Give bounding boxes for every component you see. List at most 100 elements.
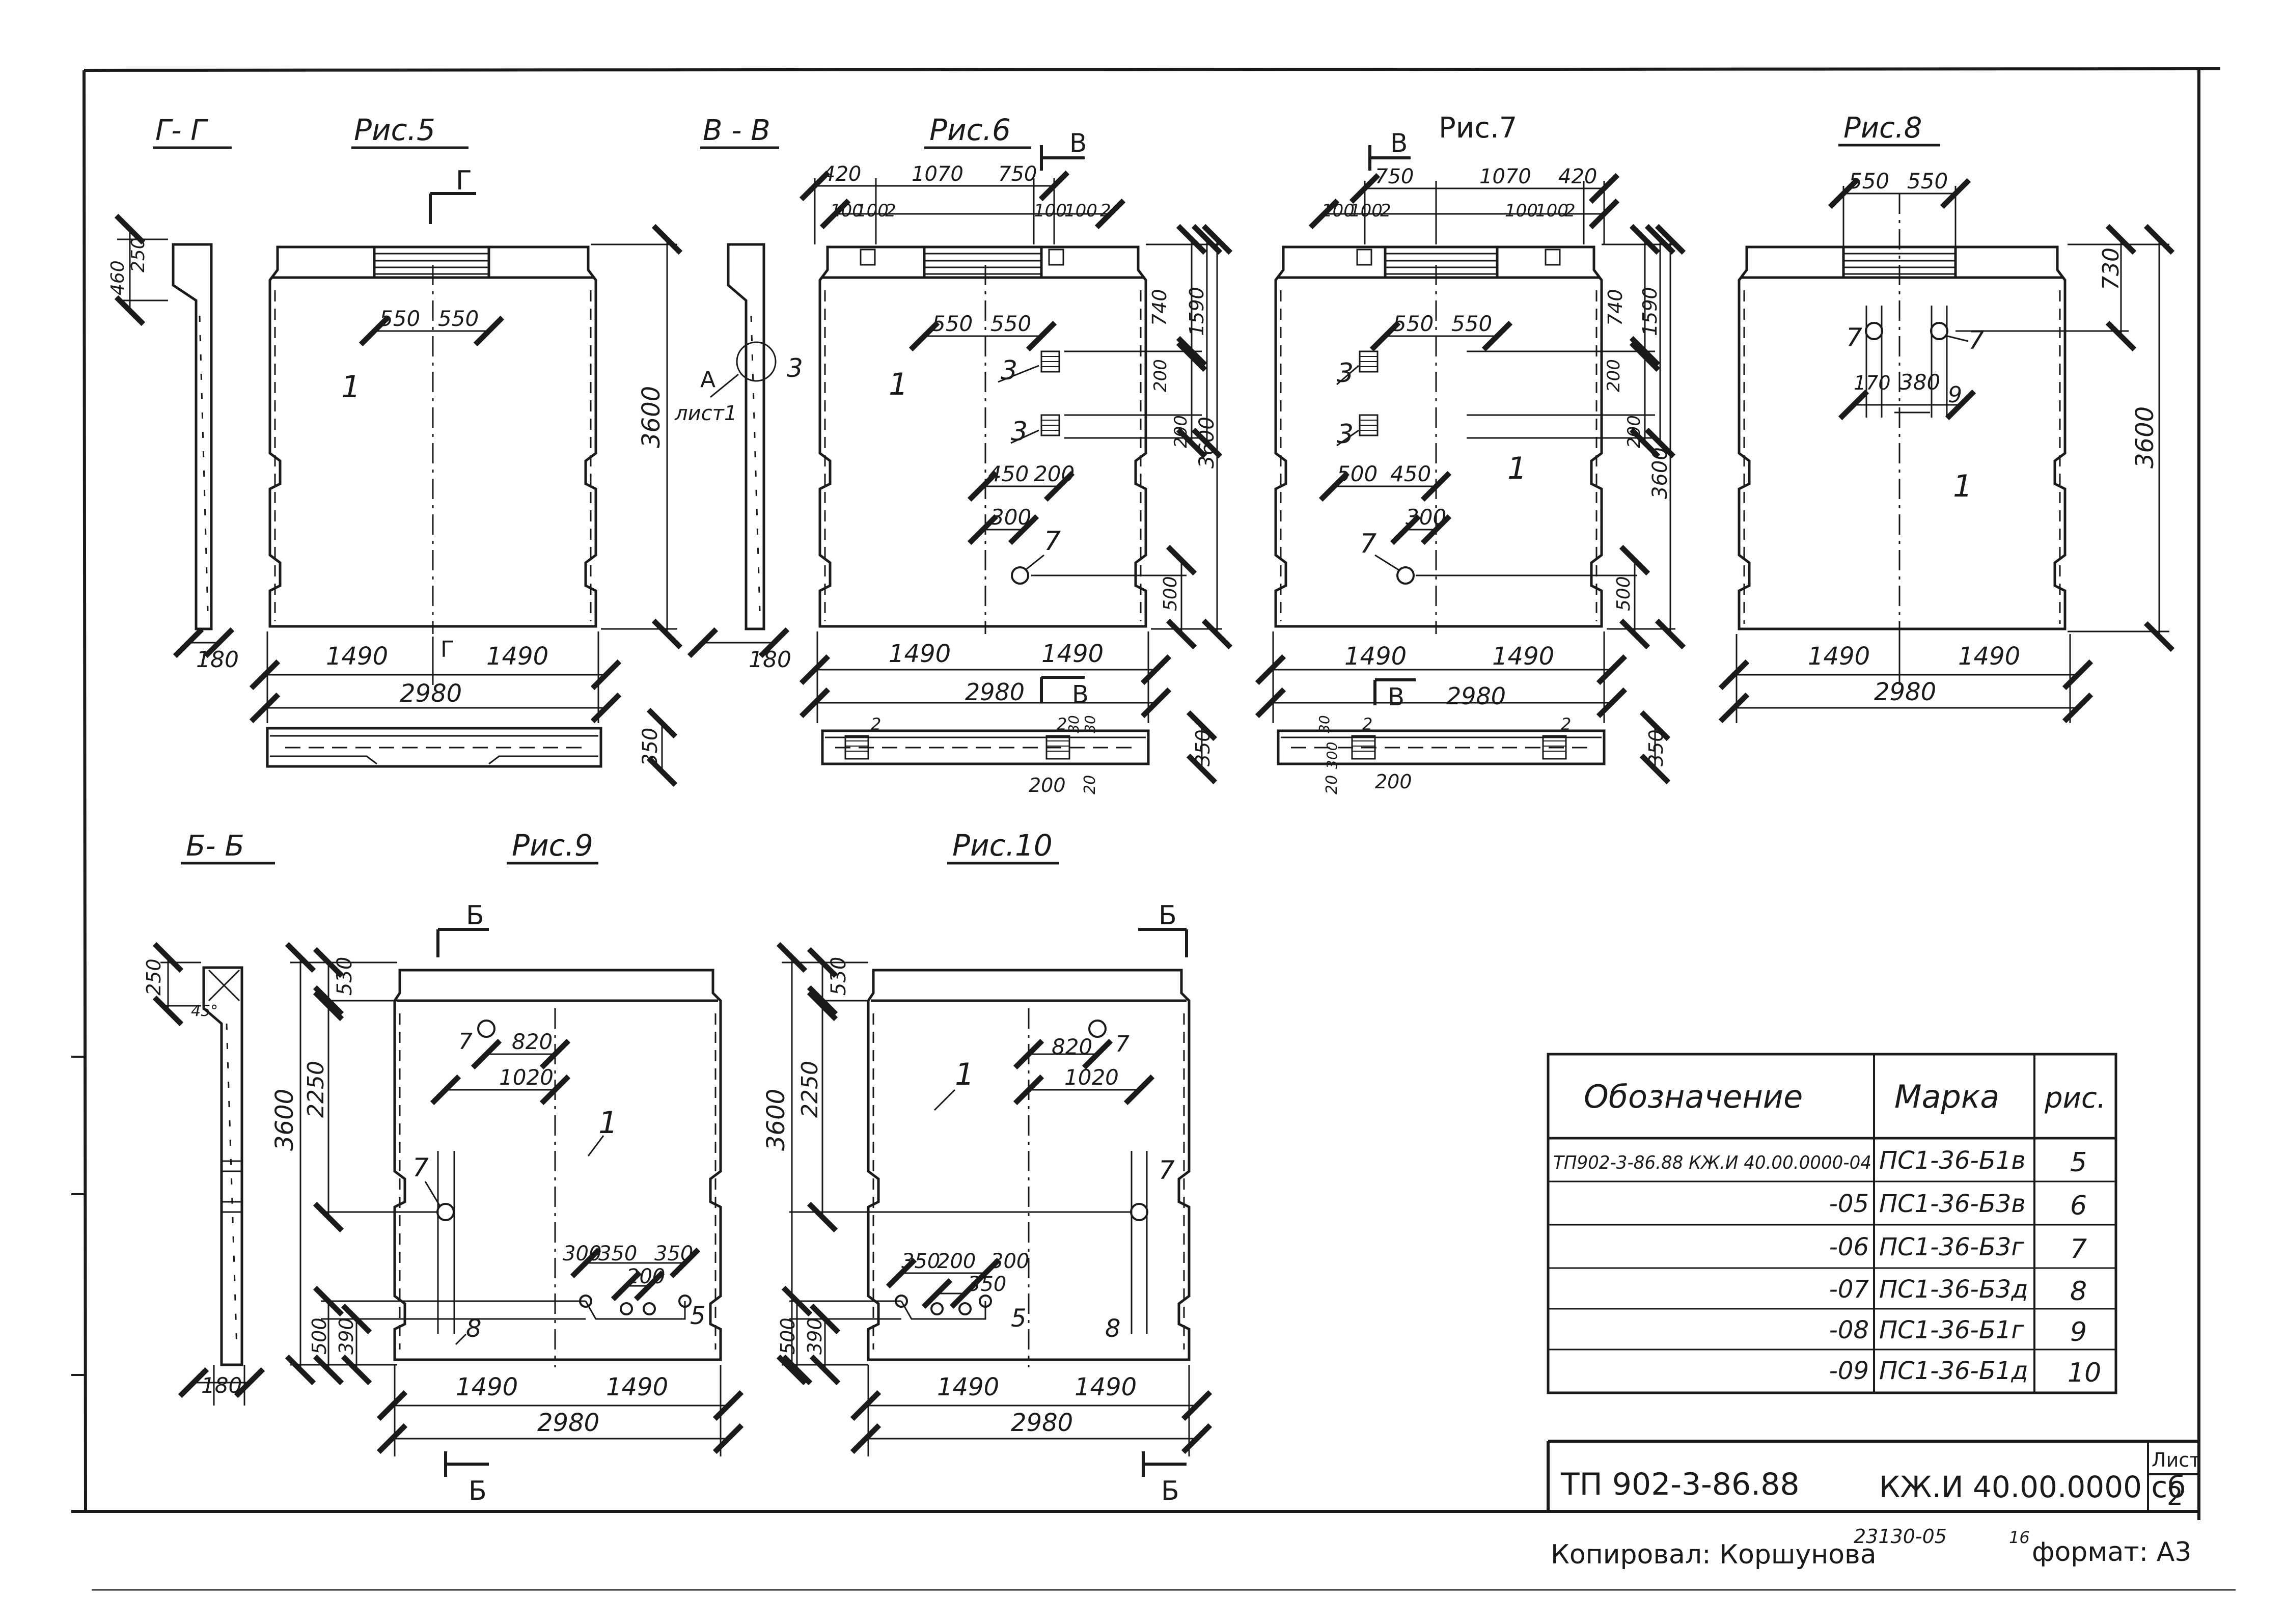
spec-row-mark: ПС1-36-Б3д [1879, 1275, 2028, 1304]
spec-row-fig: 8 [2070, 1276, 2087, 1307]
spec-row: -05 ПС1-36-Б3в 6 [1829, 1190, 2087, 1221]
fig10-pos-5: 5 [1011, 1304, 1027, 1333]
fig10-title: Рис.10 [947, 828, 1059, 865]
gg-dim-250: 250 [128, 237, 149, 272]
fig9-dim-1020: 1020 [499, 1065, 554, 1090]
fig6-bottom-dims [799, 631, 1172, 723]
fig7-right-740: 740 [1604, 289, 1627, 326]
fig6-cut-bottom [1040, 676, 1085, 703]
fig10-dim-500: 500 [777, 1317, 799, 1355]
fig10-dim-390: 390 [804, 1317, 826, 1355]
fig10-hole-350a: 350 [901, 1250, 940, 1273]
fig7-cut-bottom [1373, 678, 1416, 705]
fig7-dim-2980: 2980 [1446, 682, 1506, 710]
footer-format: формат: А3 [2032, 1537, 2191, 1567]
fig6-small-2b: 2 [1100, 201, 1111, 221]
fig8-dim-170: 170 [1854, 372, 1891, 394]
fig5-cut-top [429, 192, 476, 224]
footer-copied-by: Копировал: Коршунова [1551, 1539, 1877, 1570]
spec-row-code: -06 [1829, 1233, 1869, 1261]
title-block-project: ТП 902-3-86.88 [1560, 1467, 1800, 1502]
fig6-cut-label-bottom: В [1072, 680, 1089, 709]
fig7-bot-20: 20 [1323, 775, 1341, 794]
fig10-pos-1: 1 [955, 1057, 974, 1092]
spec-row-code: -05 [1829, 1190, 1869, 1218]
spec-row-mark: ПС1-36-Б1д [1879, 1357, 2028, 1385]
footer-registry: 23130-05 [1854, 1525, 1947, 1548]
section-vv-view [687, 243, 790, 658]
fig8-dim-2980: 2980 [1874, 678, 1936, 706]
fig9-hole-350a: 350 [598, 1242, 637, 1265]
fig6-dim-550b: 550 [990, 311, 1031, 336]
spec-row: -09 ПС1-36-Б1д 10 [1829, 1357, 2102, 1388]
spec-row: -08 ПС1-36-Б1г 9 [1829, 1316, 2087, 1347]
title-block [1547, 1440, 2199, 1511]
fig6-bot-20: 20 [1081, 775, 1099, 794]
fig5-dim-350: 350 [639, 728, 662, 766]
fig9-hole-200: 200 [626, 1265, 665, 1288]
fig6-bot-350: 350 [1192, 729, 1214, 766]
spec-table [1547, 1053, 2117, 1394]
fig9-pos-7-left: 7 [412, 1153, 429, 1182]
spec-row-mark: ПС1-36-Б3г [1879, 1233, 2024, 1261]
gg-dim-460: 460 [107, 260, 128, 295]
fig6-small-2a: 2 [885, 201, 896, 221]
fig7-dim-550b: 550 [1451, 311, 1492, 336]
fig10-pos-7-top: 7 [1115, 1031, 1130, 1057]
spec-row-fig: 10 [2068, 1358, 2101, 1388]
fig9-dim-2980: 2980 [537, 1409, 599, 1437]
svg-text:Г- Г: Г- Г [155, 114, 208, 147]
fig9-pos-7-top: 7 [458, 1029, 473, 1055]
fig5-pos-1: 1 [341, 369, 361, 405]
spec-header-mark: Марка [1894, 1078, 1999, 1115]
fig6-right-200b: 200 [1171, 415, 1191, 448]
margin-ticks [71, 1056, 84, 1376]
fig9-leader-8 [455, 1333, 467, 1345]
svg-text:Б- Б: Б- Б [186, 830, 244, 863]
fig5-title: Рис.5 [351, 113, 469, 149]
fig6-top-420: 420 [822, 162, 861, 186]
svg-text:Рис.8: Рис.8 [1843, 112, 1922, 145]
spec-row-code: ТП902-3-86.88 КЖ.И 40.00.0000-04 [1553, 1152, 1871, 1173]
bb-angle-45: 45° [191, 1002, 218, 1020]
fig8-pos-7r: 7 [1968, 325, 1985, 355]
vv-callout-a: А [700, 367, 715, 393]
fig7-dim-500: 500 [1337, 461, 1378, 486]
fig8-dims [1718, 178, 2175, 724]
fig6-dim-300: 300 [990, 505, 1031, 530]
fig7-bot-2a: 2 [1362, 714, 1372, 734]
section-gg-view [114, 213, 235, 658]
fig7-right-500: 500 [1613, 576, 1634, 611]
fig8-leader-7r [1947, 335, 1969, 342]
fig6-bot-2b: 2 [1057, 714, 1067, 734]
bb-dim-250: 250 [143, 958, 165, 996]
fig10-hole-200: 200 [937, 1250, 976, 1273]
fig7-pos-7: 7 [1360, 529, 1376, 559]
fig8-pos-1: 1 [1953, 469, 1972, 504]
svg-text:Рис.10: Рис.10 [952, 828, 1053, 863]
fig7-leader-3a [1336, 365, 1359, 386]
fig9-dims [285, 942, 744, 1456]
fig7-bot-2b: 2 [1561, 714, 1571, 734]
fig6-panel [818, 245, 1147, 634]
section-bb-view [152, 942, 265, 1406]
fig7-title: Рис.7 [1439, 112, 1517, 145]
fig5-dim-550b: 550 [438, 306, 479, 331]
fig7-small-100c: 100 [1505, 201, 1538, 221]
fig6-bot-2a: 2 [871, 714, 881, 734]
section-bb-title: Б- Б [181, 830, 275, 865]
fig7-top-dims [1308, 173, 1620, 244]
fig7-dim-1490l: 1490 [1344, 642, 1407, 671]
fig10-dim-3600: 3600 [762, 1089, 790, 1151]
fig6-dim-1490r: 1490 [1041, 640, 1104, 668]
vv-callout-sheet: лист1 [674, 402, 737, 425]
fig6-small-100d: 100 [1064, 201, 1097, 221]
fig6-right-200a: 200 [1150, 359, 1171, 392]
fig9-dim-530: 530 [333, 957, 356, 996]
fig8-dim-380: 380 [1899, 370, 1940, 395]
fig7-plan-view [1277, 729, 1606, 765]
fig6-inner-dims [908, 224, 1233, 650]
fig7-dim-1490r: 1490 [1492, 642, 1554, 671]
fig6-dim-2980: 2980 [965, 678, 1025, 706]
title-block-sheet-number: 2 [2167, 1481, 2183, 1511]
